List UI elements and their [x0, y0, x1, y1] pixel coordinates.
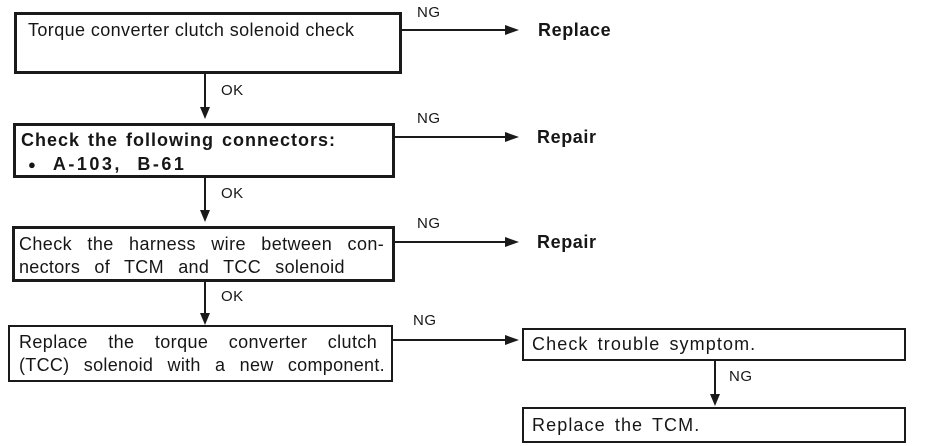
flow-box-check-connectors-title: Check the following connectors: — [21, 130, 337, 150]
ng-label-2: NG — [417, 110, 441, 127]
flow-box-check-trouble-symptom-text: Check trouble symptom. — [532, 334, 757, 354]
flow-box-check-trouble-symptom: Check trouble symptom. — [522, 328, 906, 361]
arrow-down-icon — [200, 313, 210, 325]
ok-label-3: OK — [221, 288, 244, 305]
arrow-right-icon — [505, 335, 519, 345]
arrow-right-icon — [505, 237, 519, 247]
ok-label-2: OK — [221, 185, 244, 202]
ng-label-5: NG — [729, 368, 753, 385]
flow-box-solenoid-check-text: Torque converter clutch solenoid check — [28, 20, 355, 40]
ng-label-1: NG — [417, 4, 441, 21]
ng-label-3: NG — [417, 215, 441, 232]
ok-branch-line-1 — [204, 74, 206, 107]
flow-box-replace-tcm-text: Replace the TCM. — [532, 414, 701, 435]
arrow-down-icon — [200, 210, 210, 222]
flow-box-check-connectors: Check the following connectors: ● A-103,… — [13, 123, 395, 178]
arrow-right-icon — [505, 132, 519, 142]
ok-branch-line-3 — [204, 282, 206, 313]
result-replace: Replace — [538, 20, 612, 40]
ng-branch-line-4 — [393, 339, 507, 341]
arrow-right-icon — [505, 25, 519, 35]
flow-box-solenoid-check: Torque converter clutch solenoid check — [14, 12, 402, 74]
ok-label-1: OK — [221, 82, 244, 99]
ng-branch-line-2 — [395, 136, 507, 138]
connector-list-item: ● A-103, B-61 — [16, 153, 392, 176]
flow-box-replace-solenoid-line2: (TCC) solenoid with a new component. — [19, 355, 385, 375]
flow-box-replace-solenoid-line1: Replace the torque converter clutch — [19, 332, 378, 352]
arrow-down-icon — [200, 107, 210, 119]
flow-box-check-harness: Check the harness wire between con- nect… — [12, 226, 395, 282]
flow-box-replace-solenoid: Replace the torque converter clutch (TCC… — [8, 325, 393, 382]
result-repair-2: Repair — [537, 127, 597, 147]
arrow-down-icon — [710, 394, 720, 406]
ng-branch-line-5 — [714, 361, 716, 394]
bullet-icon: ● — [28, 156, 36, 172]
flow-box-check-harness-line2: nectors of TCM and TCC solenoid — [19, 257, 345, 277]
flow-box-check-harness-line1: Check the harness wire between con- — [19, 234, 385, 254]
result-repair-3: Repair — [537, 232, 597, 252]
ok-branch-line-2 — [204, 178, 206, 210]
ng-branch-line-1 — [402, 29, 507, 31]
connector-ids: A-103, B-61 — [52, 154, 187, 174]
flow-box-replace-tcm: Replace the TCM. — [522, 407, 906, 443]
ng-label-4: NG — [413, 312, 437, 329]
ng-branch-line-3 — [395, 241, 507, 243]
